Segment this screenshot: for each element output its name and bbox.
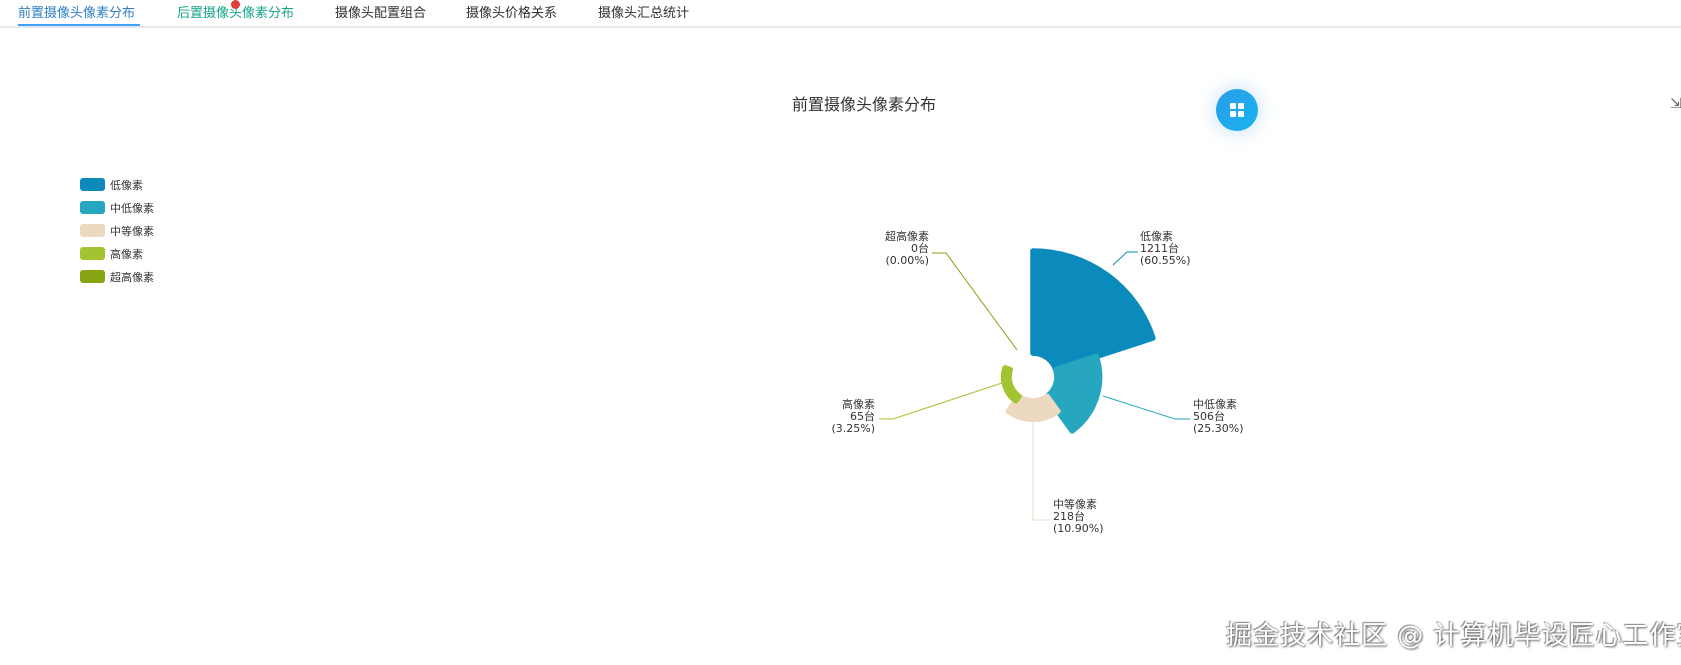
grid-icon	[1230, 103, 1236, 109]
legend-label: 中低像素	[110, 202, 154, 215]
legend-swatch	[80, 178, 105, 191]
legend-swatch	[80, 201, 105, 214]
slice-label: 中等像素	[1053, 497, 1097, 511]
slice-label: 超高像素	[885, 229, 929, 243]
slice-label: (10.90%)	[1053, 522, 1104, 535]
legend-label: 中等像素	[110, 225, 154, 238]
grid-icon	[1238, 111, 1244, 117]
tab-camera-summary[interactable]: 摄像头汇总统计	[598, 6, 690, 21]
legend-item[interactable]: 中低像素	[80, 201, 200, 215]
slice-label: (0.00%)	[885, 254, 929, 267]
grid-menu-button[interactable]	[1216, 89, 1258, 131]
label-leader-line	[1032, 420, 1050, 521]
tab-front-camera[interactable]: 前置摄像头像素分布	[18, 6, 136, 21]
slice-label: (3.25%)	[831, 422, 875, 435]
rose-slice[interactable]	[1030, 248, 1156, 373]
download-icon[interactable]: ⇲	[1670, 96, 1681, 112]
label-leader-line	[1102, 395, 1190, 420]
chart-title: 前置摄像头像素分布	[792, 95, 937, 114]
slice-label: (60.55%)	[1140, 254, 1191, 267]
slice-label: (25.30%)	[1193, 422, 1244, 435]
legend-swatch	[80, 270, 105, 283]
rose-slice[interactable]	[1000, 365, 1022, 404]
legend-swatch	[80, 247, 105, 260]
label-leader-line	[932, 252, 1018, 351]
label-leader-line	[1112, 251, 1138, 266]
tab-camera-config[interactable]: 摄像头配置组合	[335, 6, 427, 21]
legend-label: 低像素	[110, 179, 143, 192]
legend-item[interactable]: 高像素	[80, 247, 200, 261]
legend-item[interactable]: 低像素	[80, 178, 200, 192]
slice-label: 低像素	[1140, 230, 1173, 243]
slice-label: 65台	[850, 409, 875, 423]
slice-label: 218台	[1053, 509, 1085, 523]
legend-item[interactable]: 中等像素	[80, 224, 200, 238]
label-leader-line	[879, 382, 1003, 420]
legend-item[interactable]: 超高像素	[80, 270, 200, 284]
legend-label: 超高像素	[110, 271, 154, 284]
slice-label: 中低像素	[1193, 398, 1237, 411]
legend-swatch	[80, 224, 105, 237]
tab-bar: 前置摄像头像素分布 后置摄像头像素分布 摄像头配置组合 摄像头价格关系 摄像头汇…	[0, 0, 1681, 28]
rose-slice[interactable]	[1005, 393, 1061, 423]
notification-dot	[231, 0, 240, 9]
grid-icon	[1238, 103, 1244, 109]
tab-rear-camera[interactable]: 后置摄像头像素分布	[177, 6, 295, 21]
slice-label: 0台	[911, 241, 929, 255]
legend-label: 高像素	[110, 248, 143, 261]
rose-slice[interactable]	[1044, 353, 1103, 434]
slice-label: 506台	[1193, 409, 1225, 423]
slice-label: 高像素	[842, 397, 875, 411]
slice-label: 1211台	[1140, 241, 1179, 255]
grid-icon	[1230, 111, 1236, 117]
tab-camera-price[interactable]: 摄像头价格关系	[466, 6, 558, 21]
watermark: 掘金技术社区 @ 计算机毕设匠心工作室	[1226, 621, 1681, 651]
active-tab-indicator	[18, 24, 140, 26]
